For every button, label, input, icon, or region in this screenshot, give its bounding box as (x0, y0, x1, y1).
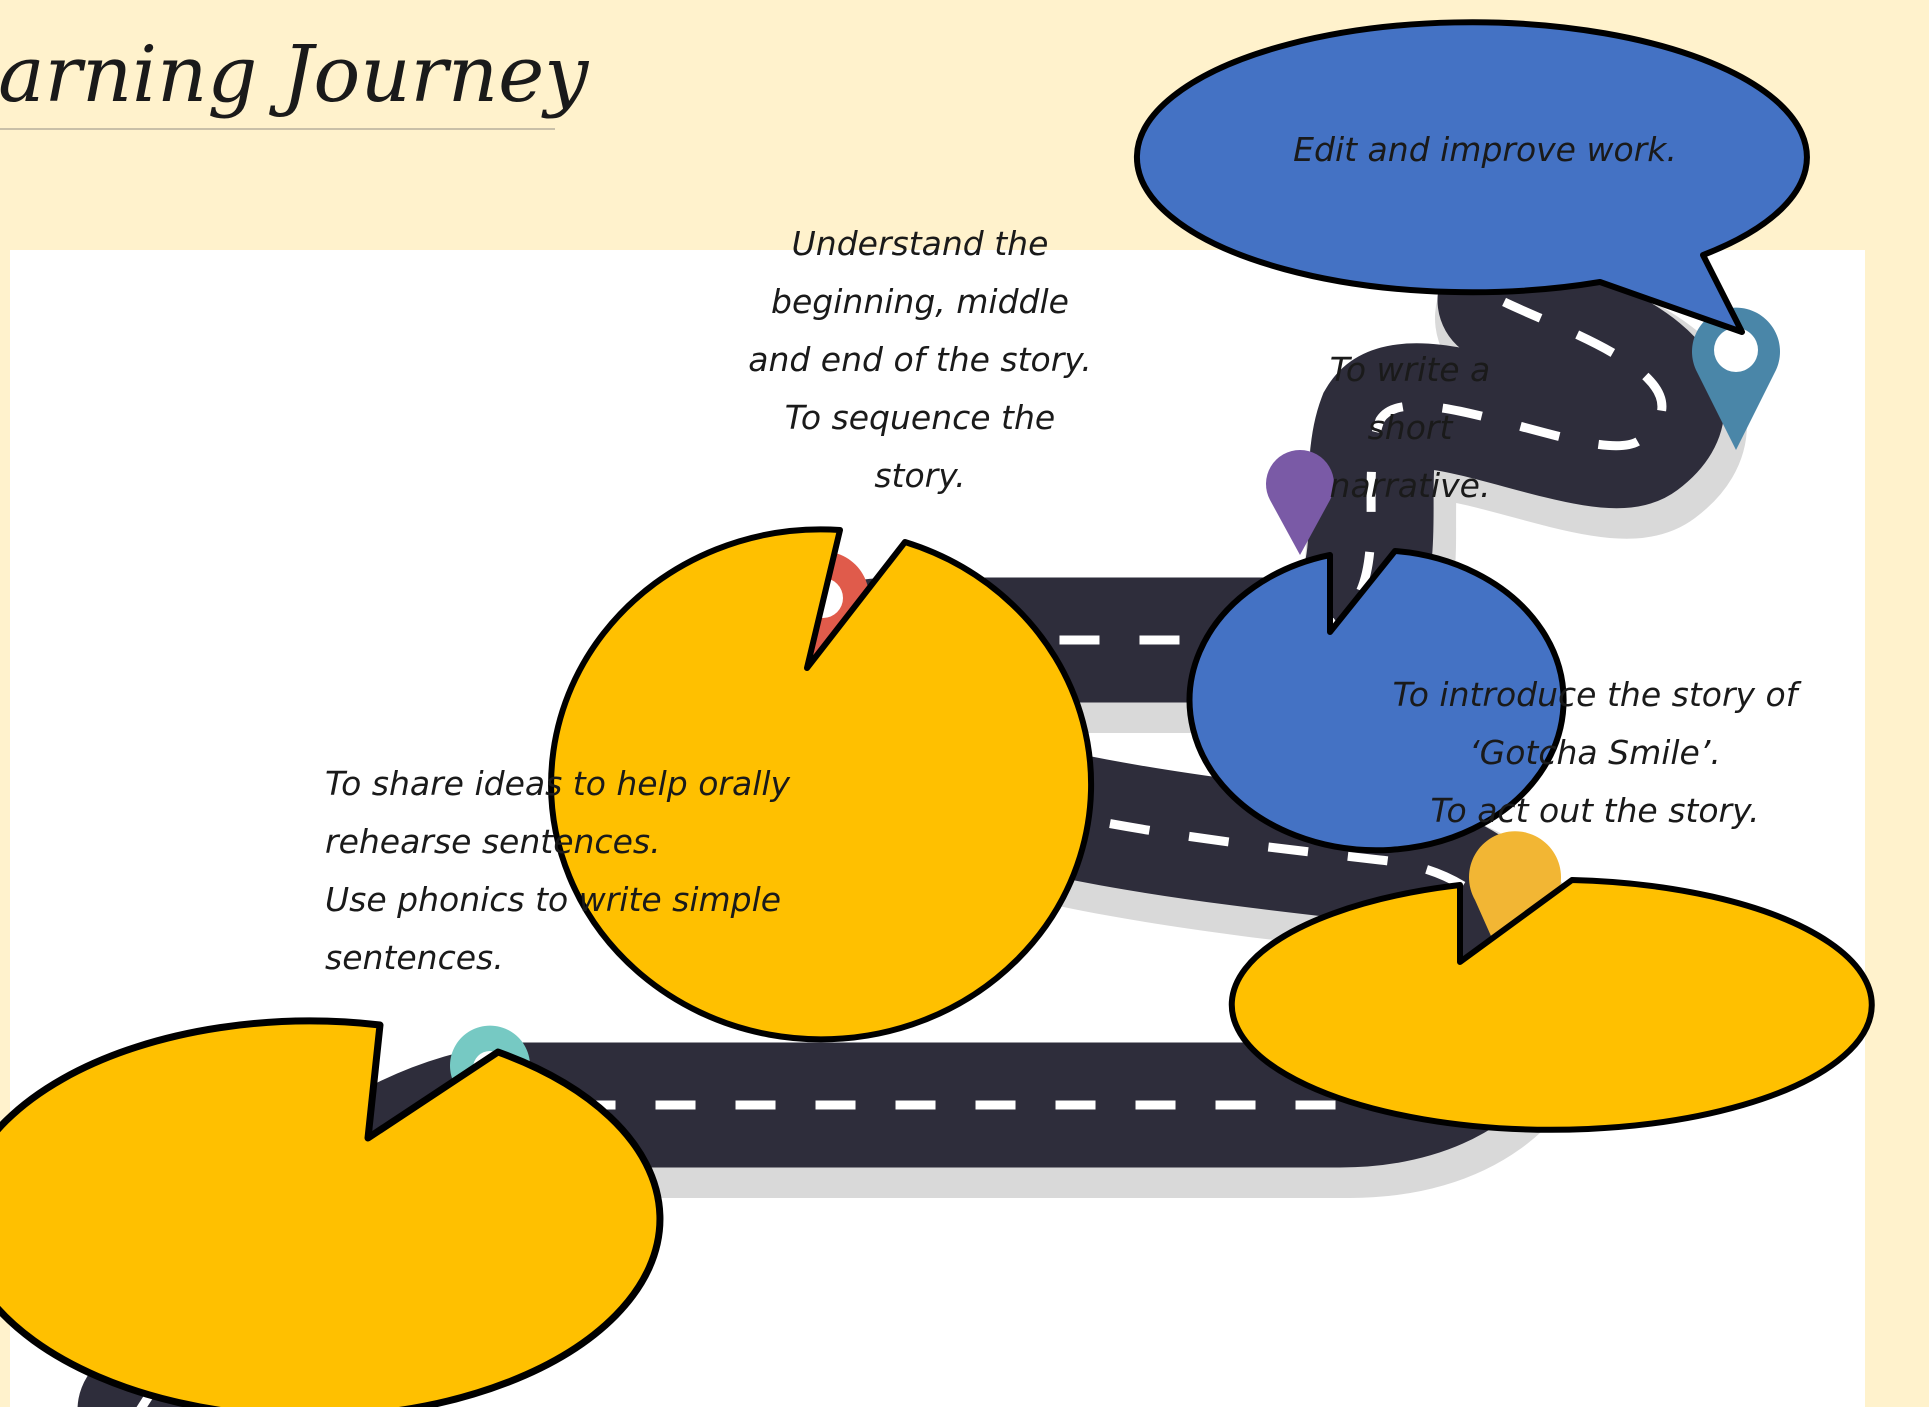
bubble-share-shape (0, 1017, 664, 1407)
bubble-write: To write a short narrative. (1240, 340, 1580, 515)
bubble-introduce-line: To introduce the story of (1392, 674, 1798, 714)
bubble-write-line: short (1367, 407, 1453, 447)
page-title: earning Journey (0, 30, 589, 120)
bubble-share: To share ideas to help orally rehearse s… (325, 755, 825, 987)
bubble-share-line: rehearse sentences. (325, 822, 661, 861)
bubble-introduce-line: ‘Gotcha Smile’. (1469, 732, 1721, 772)
bubble-understand-shape (548, 526, 1095, 1043)
bubble-introduce-shape (1228, 877, 1875, 1133)
bubble-share-line: Use phonics to write simple (325, 880, 782, 919)
bubble-understand-line: and end of the story. (748, 340, 1092, 379)
bubble-edit-line: Edit and improve work. (1293, 130, 1677, 169)
bubble-share-line: sentences. (325, 938, 504, 977)
title-underline (0, 128, 555, 130)
bubble-understand-line: To sequence the (784, 398, 1056, 437)
bubble-edit-shape (1133, 19, 1810, 335)
bubble-share-line: To share ideas to help orally (325, 764, 791, 803)
bubble-introduce: To introduce the story of ‘Gotcha Smile’… (1290, 665, 1900, 840)
bubble-introduce-line: To act out the story. (1430, 790, 1760, 830)
bubble-understand-line: Understand the (791, 224, 1049, 263)
bubble-understand-line: beginning, middle (771, 282, 1069, 321)
map-pin-blue (1691, 307, 1780, 450)
bubble-understand: Understand the beginning, middle and end… (660, 215, 1180, 505)
bubble-edit: Edit and improve work. (1150, 110, 1820, 190)
bubble-understand-line: story. (874, 456, 966, 495)
bubble-write-line: narrative. (1329, 465, 1491, 505)
bubble-write-line: To write a (1329, 349, 1491, 389)
bubble-write-shape (1186, 548, 1567, 854)
map-pin-yellow (1469, 831, 1562, 990)
map-pin-purple (1266, 450, 1334, 555)
